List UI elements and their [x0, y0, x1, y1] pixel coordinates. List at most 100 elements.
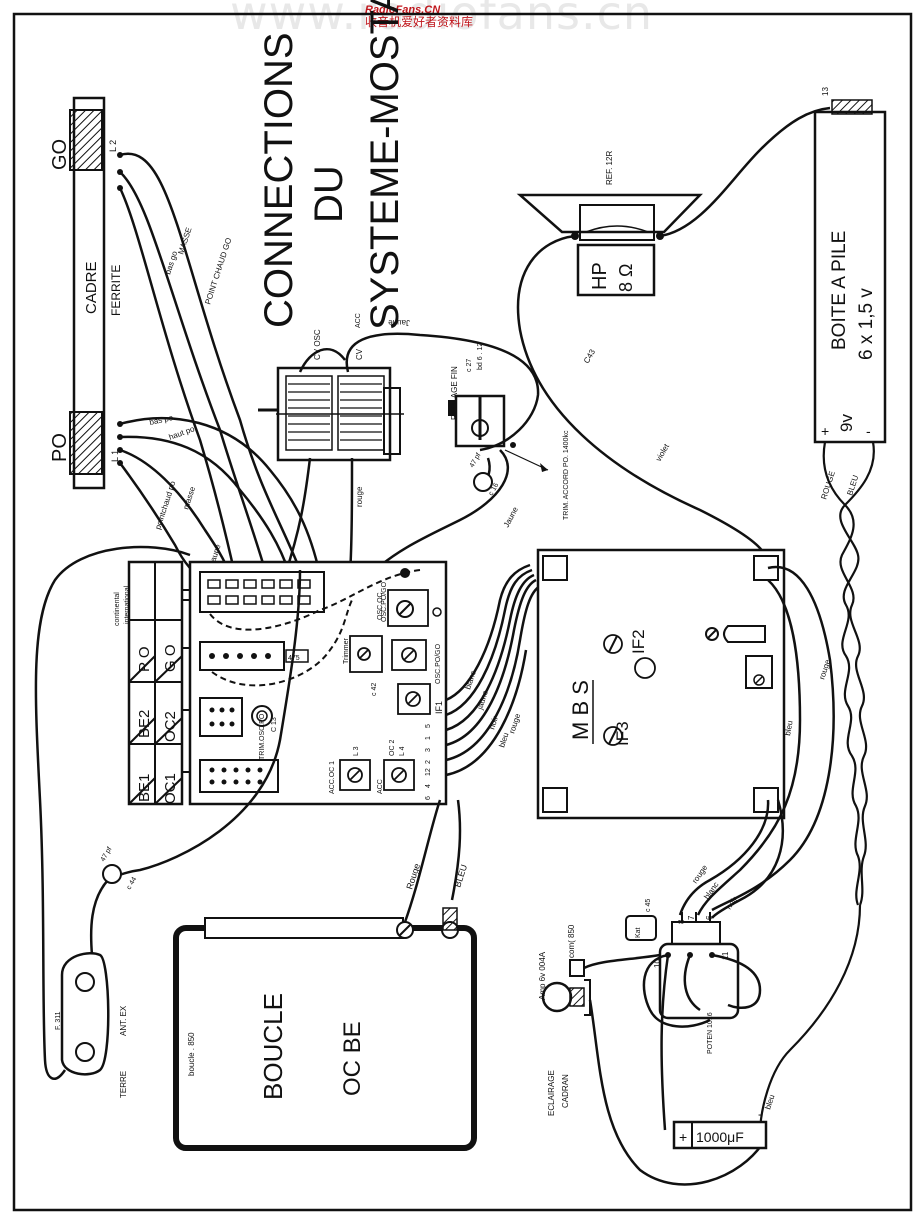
- svg-text:6: 6: [425, 796, 432, 800]
- svg-text:8: 8: [677, 919, 686, 924]
- switch-po: P O: [136, 646, 153, 672]
- antenna-cadre-label: CADRE: [83, 261, 100, 314]
- variable-capacitor: CV OSC CV ACC: [258, 313, 404, 462]
- jaune-top-label: Jaune: [388, 318, 410, 327]
- bleu-loop-label: BLEU: [452, 863, 469, 888]
- lamp-amp-label: Amp 6v 004A: [538, 951, 547, 1000]
- pot-kat-label: Kat: [635, 927, 642, 938]
- antenna-ferrite-label: FERRITE: [109, 265, 123, 316]
- switch-be1: BE1: [136, 774, 153, 802]
- acc-board-label: ACC: [377, 779, 384, 794]
- mbs-right-wires: [678, 565, 835, 919]
- svg-text:4: 4: [425, 784, 432, 788]
- lamp-com-label: com( 850: [567, 924, 576, 958]
- bdo12-label: bd 6 . 12: [477, 343, 484, 370]
- watermark-background-text: www.radiofans.cn: [230, 0, 654, 40]
- ant-ex-label: ANT. EX: [119, 1005, 128, 1036]
- osc-po-label: OSC.PO/GO: [435, 643, 442, 684]
- oc2-board-label: OC 2: [389, 740, 396, 756]
- cap-bleu-label: bleu: [763, 1093, 776, 1110]
- fine-adjust-trimmer: REGLAGE FIN c 27 bd 6 . 12 TRIM. ACCORD …: [448, 343, 570, 520]
- watermark-tagline: 收音机爱好者资料库: [365, 15, 474, 29]
- cap-plus-label: +: [679, 1129, 687, 1145]
- pot-pin-labels: 10 8 7 6 11: [653, 915, 730, 968]
- l2-label: L 2: [108, 140, 118, 152]
- loop-wires: [403, 799, 462, 923]
- battery-box: BOITE A PILE 6 x 1,5 v 9v + -: [813, 99, 887, 444]
- antenna-socket: ANT. EX TERRE F. 311: [55, 951, 128, 1098]
- battery-minus: -: [866, 423, 871, 439]
- c44-label: c 44: [126, 876, 139, 891]
- board-pin-labels: 6 4 12 2 3 1 5: [425, 724, 432, 800]
- rouge-label: rouge: [507, 712, 522, 735]
- svg-text:12: 12: [425, 768, 432, 776]
- svg-text:10: 10: [653, 959, 662, 968]
- svg-text:1: 1: [425, 736, 432, 740]
- bas-go-label: bas go: [163, 249, 179, 275]
- l3-label: L 3: [353, 746, 360, 756]
- capacitor-c16: [473, 472, 493, 492]
- switch-oc1: OC1: [162, 773, 179, 804]
- point-chaud-go-label: POINT CHAUD GO: [203, 237, 233, 306]
- acc-oc1-label: ACC.OC 1: [329, 761, 336, 794]
- bleu2-label: bleu: [783, 720, 794, 736]
- lamp-wires: [583, 953, 767, 1186]
- electrolytic-capacitor: + 1000μF - bleu: [672, 1093, 777, 1150]
- oc-be-label: OC BE: [339, 1021, 366, 1096]
- ref13-label: 13: [821, 87, 830, 96]
- osc-oc-label: OSC.OC: [377, 592, 384, 620]
- switch-oc2: OC2: [162, 711, 179, 742]
- c45-label: c 45: [645, 899, 652, 912]
- mbs-wire-labels: blanc jaune noir bleu rouge: [463, 670, 522, 749]
- title-line3: SYSTEME-MOSTA: [363, 0, 407, 330]
- c13-label: C 13: [271, 717, 278, 732]
- c42-label: c 42: [371, 683, 378, 696]
- battery-twisted-leads: [758, 441, 875, 1136]
- masse-po-label: masse: [181, 485, 197, 511]
- mbs-name: M B S: [568, 680, 593, 740]
- trimmer-label: Trimmer: [343, 638, 350, 664]
- diagram-title: CONNECTIONS DU SYSTEME-MOSTA: [257, 0, 407, 330]
- socket-ref-label: F. 311: [55, 1011, 62, 1030]
- noir-label: noir: [487, 715, 500, 731]
- eclairage-label: ECLAIRAGE: [547, 1070, 556, 1116]
- title-line1: CONNECTIONS: [257, 32, 301, 328]
- if1-label: IF1: [434, 701, 444, 714]
- hp-label: HP: [589, 262, 611, 290]
- battery-spec: 6 x 1,5 v: [856, 288, 877, 360]
- osc-po-go-label: OSC.PO/GO: [381, 581, 388, 622]
- ferrite-antenna: GO PO CADRE FERRITE L 2 L 1: [49, 96, 123, 490]
- capacitor-c44: [102, 864, 122, 884]
- bleu-label: bleu: [497, 731, 510, 748]
- switch-go: G O: [162, 644, 179, 672]
- cap-value-label: 1000μF: [696, 1129, 744, 1145]
- svg-text:7: 7: [687, 915, 696, 920]
- band-switch-panel: G O P O BE2 OC2 BE1 OC1 continental inte…: [114, 560, 190, 806]
- cv-wires: [283, 332, 540, 576]
- cv-osc-label: CV OSC: [313, 329, 322, 360]
- c27-label: c 27: [466, 359, 473, 372]
- hp-ref-label: REF. 12R: [605, 151, 614, 185]
- svg-text:3: 3: [425, 748, 432, 752]
- trim-osc-po-label: TRIM.OSC.PO: [259, 713, 266, 760]
- svg-text:11: 11: [721, 951, 730, 960]
- title-line2: DU: [307, 165, 351, 223]
- boucle-label: BOUCLE: [258, 993, 288, 1100]
- svg-text:6: 6: [705, 915, 714, 920]
- pf47-top-label: 47 pf: [469, 452, 483, 469]
- antenna-go-label: GO: [49, 139, 71, 170]
- bas-po-label: bas po: [149, 413, 175, 427]
- bleu-battery-label: BLEU: [845, 474, 860, 497]
- main-board: 475 OSC.OC Trimmer c 42 OSC.PO/GO OSC.PO…: [188, 560, 448, 806]
- speaker-wires: [516, 106, 831, 556]
- reglage-fin-label: REGLAGE FIN: [450, 366, 459, 420]
- mbs-module: M B S IF2 IF3: [536, 548, 786, 820]
- violet-hp-label: violet: [654, 442, 672, 463]
- dial-lamp: Amp 6v 004A com( 850 ECLAIRAGE CADRAN: [538, 924, 591, 1116]
- point-chaud-po-label: pointchaud po: [153, 480, 177, 531]
- potentiometer: Kat c 45 POTEN 1016 10 8 7 6 11 rouge bl…: [625, 863, 739, 1054]
- jaune-mid-label: Jaune: [502, 505, 520, 529]
- antenna-po-label: PO: [49, 433, 71, 462]
- l1-label: L 1: [110, 450, 120, 462]
- cadran-label: CADRAN: [561, 1074, 570, 1108]
